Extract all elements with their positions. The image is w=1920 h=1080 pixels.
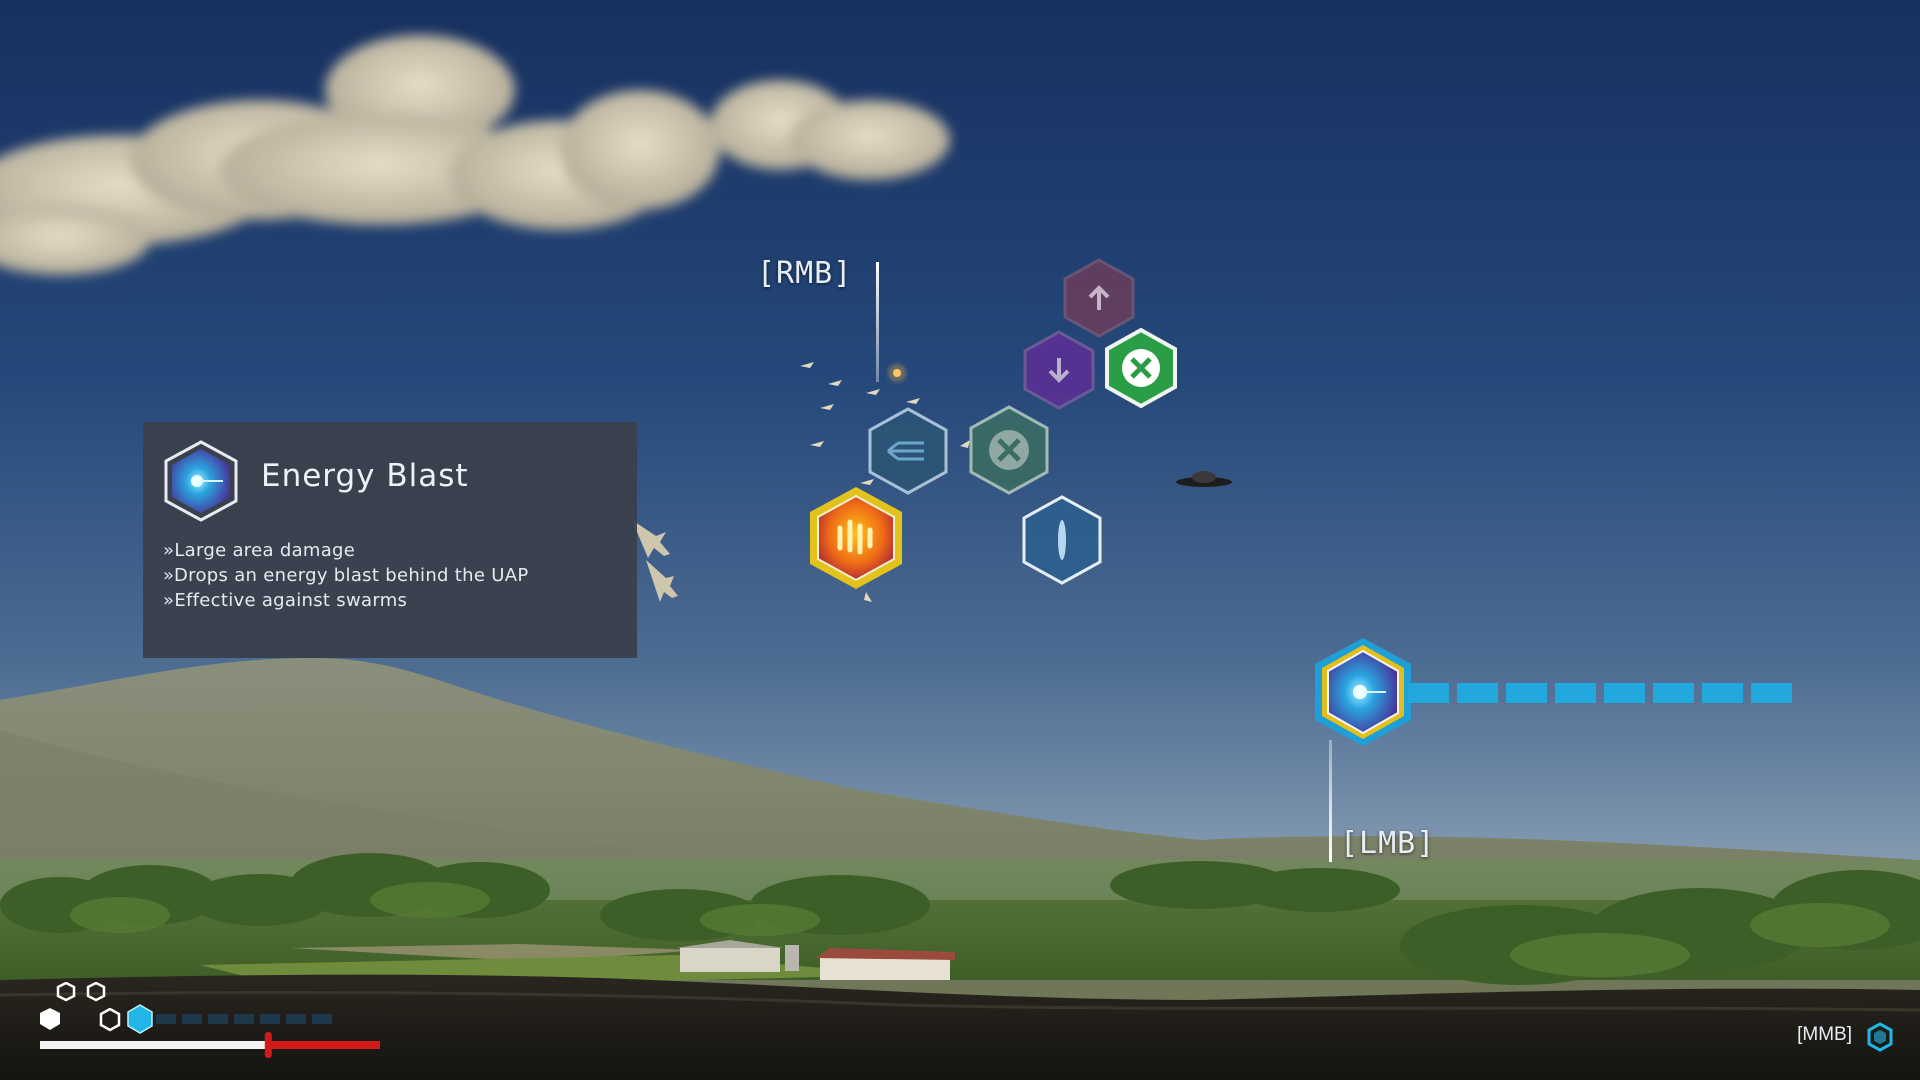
tooltip-line-3: »Effective against swarms bbox=[163, 590, 408, 611]
fire-burst-icon bbox=[810, 487, 902, 589]
rmb-leader-line bbox=[876, 262, 879, 382]
ability-cancel-active[interactable] bbox=[1104, 328, 1178, 408]
hex-filled-icon bbox=[38, 1007, 62, 1035]
hex-outline-icon bbox=[56, 981, 76, 1002]
farm-buildings bbox=[676, 940, 955, 980]
primary-weapon-icon[interactable] bbox=[1312, 636, 1414, 748]
energy-segment bbox=[182, 1014, 202, 1024]
charge-segment bbox=[1408, 683, 1449, 703]
tooltip-line-2: »Drops an energy blast behind the UAP bbox=[163, 565, 529, 586]
special-hex-icon bbox=[1866, 1022, 1894, 1056]
energy-segment bbox=[312, 1014, 332, 1024]
ufo-player-craft bbox=[1176, 471, 1232, 487]
tooltip-line-1: »Large area damage bbox=[163, 540, 356, 561]
dash-icon bbox=[868, 407, 948, 495]
charge-segment bbox=[1506, 683, 1547, 703]
weapon-charge-bar bbox=[1408, 683, 1792, 703]
fighter-jets bbox=[632, 520, 678, 602]
energy-segment bbox=[286, 1014, 306, 1024]
energy-blast-icon bbox=[163, 440, 239, 526]
arrow-up-icon bbox=[1063, 258, 1135, 338]
close-icon bbox=[969, 405, 1049, 495]
ground-soil bbox=[0, 974, 1920, 1080]
ability-dash[interactable] bbox=[866, 406, 950, 496]
energy-segment bbox=[156, 1014, 176, 1024]
energy-segment bbox=[234, 1014, 254, 1024]
close-icon bbox=[1105, 328, 1177, 408]
energy-segments bbox=[156, 1014, 332, 1024]
energy-hex-icon bbox=[126, 1004, 154, 1038]
ability-tooltip: Energy Blast »Large area damage »Drops a… bbox=[143, 422, 637, 658]
energy-segment bbox=[260, 1014, 280, 1024]
charge-segment bbox=[1457, 683, 1498, 703]
mmb-label: [MMB] bbox=[1797, 1024, 1852, 1045]
charge-segment bbox=[1604, 683, 1645, 703]
energy-segment bbox=[208, 1014, 228, 1024]
ability-beam[interactable] bbox=[1020, 494, 1104, 586]
hex-outline-icon bbox=[98, 1007, 122, 1036]
hex-outline-icon bbox=[86, 981, 106, 1002]
clouds bbox=[0, 35, 950, 275]
arrow-down-icon bbox=[1023, 330, 1095, 410]
ability-cancel[interactable] bbox=[967, 404, 1051, 496]
charge-segment bbox=[1702, 683, 1743, 703]
charge-segment bbox=[1653, 683, 1694, 703]
health-lost bbox=[267, 1041, 380, 1049]
enemy-jet-swarm bbox=[800, 362, 970, 602]
beam-icon bbox=[1022, 495, 1102, 585]
tooltip-title: Energy Blast bbox=[261, 458, 469, 494]
lmb-label: [LMB] bbox=[1340, 826, 1436, 861]
charge-segment bbox=[1555, 683, 1596, 703]
health-remaining bbox=[40, 1041, 268, 1049]
ability-arrow-up[interactable] bbox=[1062, 258, 1136, 338]
health-marker bbox=[264, 1032, 272, 1058]
health-bar bbox=[40, 1032, 380, 1058]
lmb-leader-line bbox=[1329, 740, 1332, 862]
ability-arrow-down[interactable] bbox=[1022, 330, 1096, 410]
energy-blast-icon bbox=[1315, 638, 1411, 746]
lives-indicator bbox=[56, 981, 116, 1046]
charge-segment bbox=[1751, 683, 1792, 703]
rmb-label: [RMB] bbox=[757, 256, 853, 291]
ability-fire-burst-selected[interactable] bbox=[806, 484, 906, 592]
